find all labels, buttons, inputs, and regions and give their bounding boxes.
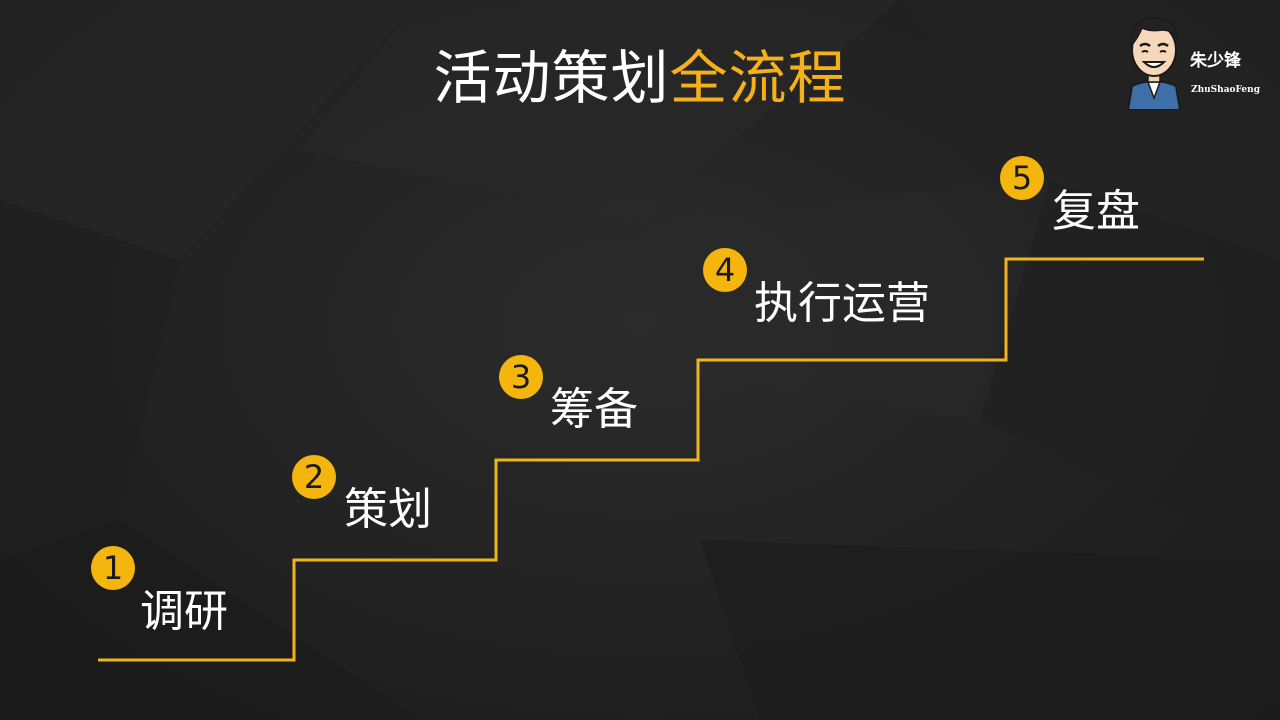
step-4-label: 执行运营 bbox=[754, 278, 930, 329]
author-name: 朱少锋 bbox=[1190, 51, 1241, 71]
slide-title: 活动策划全流程 bbox=[0, 38, 1280, 118]
step-1-label: 调研 bbox=[140, 586, 228, 637]
step-2-number-badge: 2 bbox=[292, 455, 336, 499]
step-5-label: 复盘 bbox=[1052, 186, 1140, 237]
step-1-number-badge: 1 bbox=[91, 546, 135, 590]
step-2-label: 策划 bbox=[344, 484, 432, 535]
step-5-number-badge: 5 bbox=[1000, 156, 1044, 200]
step-3-number-badge: 3 bbox=[499, 355, 543, 399]
author-logo: 朱少锋 ZhuShaoFeng bbox=[1118, 6, 1278, 112]
step-3-label: 筹备 bbox=[550, 384, 638, 435]
step-4-number-badge: 4 bbox=[703, 248, 747, 292]
title-part-white: 活动策划 bbox=[433, 44, 670, 112]
title-part-accent: 全流程 bbox=[669, 44, 847, 112]
author-avatar-icon bbox=[1126, 17, 1182, 110]
author-name-en: ZhuShaoFeng bbox=[1191, 85, 1260, 95]
